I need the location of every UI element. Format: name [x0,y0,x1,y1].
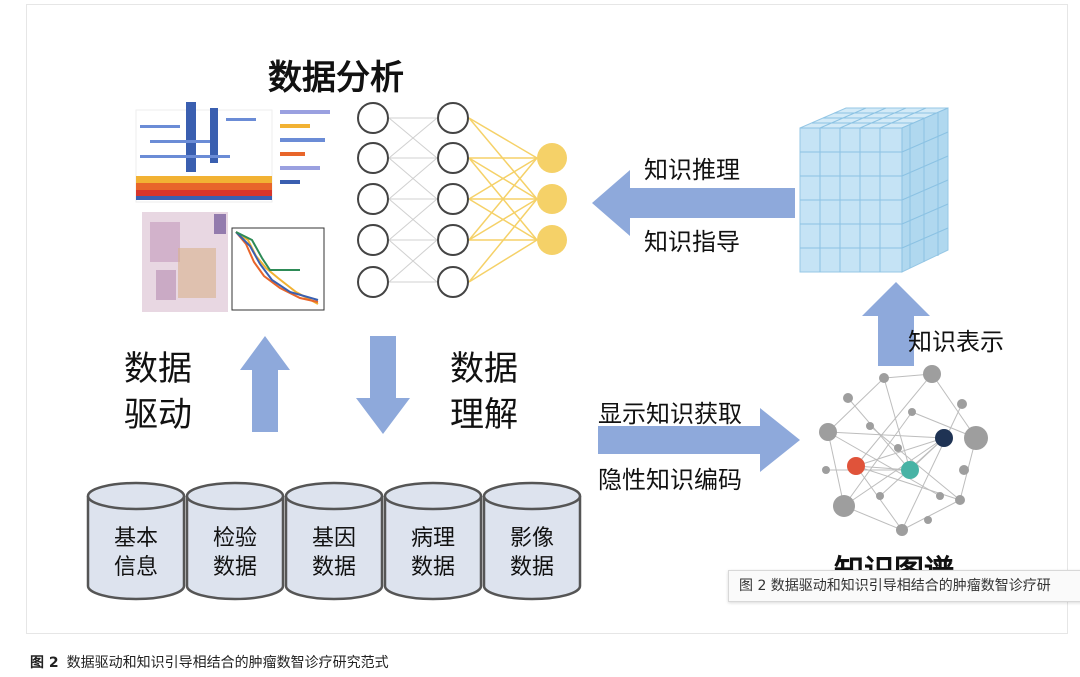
pathology-image [142,212,228,312]
input-neurons [357,102,389,298]
db-label-5a: 影像 [510,526,554,551]
knowledge-graph [819,365,988,536]
arrow-right [598,408,800,472]
arrow-down [356,336,410,434]
db-label-1a: 基本 [114,526,158,551]
db-label-4b: 数据 [411,555,455,580]
network-output-edges [468,117,538,283]
label-knowledge-graph: 知识图谱 [834,550,954,570]
database-lab [185,481,285,601]
knowledge-cube [799,107,949,273]
diagram-title: 数据分析 [268,58,404,98]
database-imaging [482,481,582,601]
label-data-understand-2: 理解 [450,395,518,435]
db-label-3a: 基因 [312,526,356,551]
database-pathology [383,481,483,601]
caption-label: 图 2 [30,655,59,671]
hidden-neurons [437,102,469,298]
arrow-up-right [862,282,930,366]
label-knowledge-guidance: 知识指导 [644,228,740,256]
arrow-left [592,170,795,236]
network-edges [388,117,438,283]
database-labels: 基本 信息 检验 数据 基因 数据 病理 数据 影像 数据 [114,526,554,580]
output-neurons [537,143,567,255]
db-label-3b: 数据 [312,555,356,580]
db-label-1b: 信息 [114,555,158,580]
db-label-2a: 检验 [213,526,257,551]
database-cylinders [86,481,582,601]
label-data-driven-2: 驱动 [124,395,192,435]
label-explicit-knowledge: 显示知识获取 [598,400,742,428]
image-tooltip: 图 2 数据驱动和知识引导相结合的肿瘤数智诊疗研 [728,570,1080,602]
database-gene [284,481,384,601]
survival-curve-image [231,227,325,311]
label-data-understand-1: 数据 [450,349,518,389]
label-knowledge-reasoning: 知识推理 [644,156,740,184]
caption-text: 数据驱动和知识引导相结合的肿瘤数智诊疗研究范式 [66,655,389,671]
arrow-up-left [240,336,290,432]
db-label-4a: 病理 [411,526,455,551]
heatmap-image [135,102,330,203]
database-basic-info [86,481,186,601]
db-label-2b: 数据 [213,555,257,580]
label-implicit-knowledge: 隐性知识编码 [598,466,742,494]
label-data-driven-1: 数据 [124,349,192,389]
figure-caption: 图 2 数据驱动和知识引导相结合的肿瘤数智诊疗研究范式 [30,652,389,672]
label-knowledge-representation: 知识表示 [908,328,1004,356]
db-label-5b: 数据 [510,555,554,580]
